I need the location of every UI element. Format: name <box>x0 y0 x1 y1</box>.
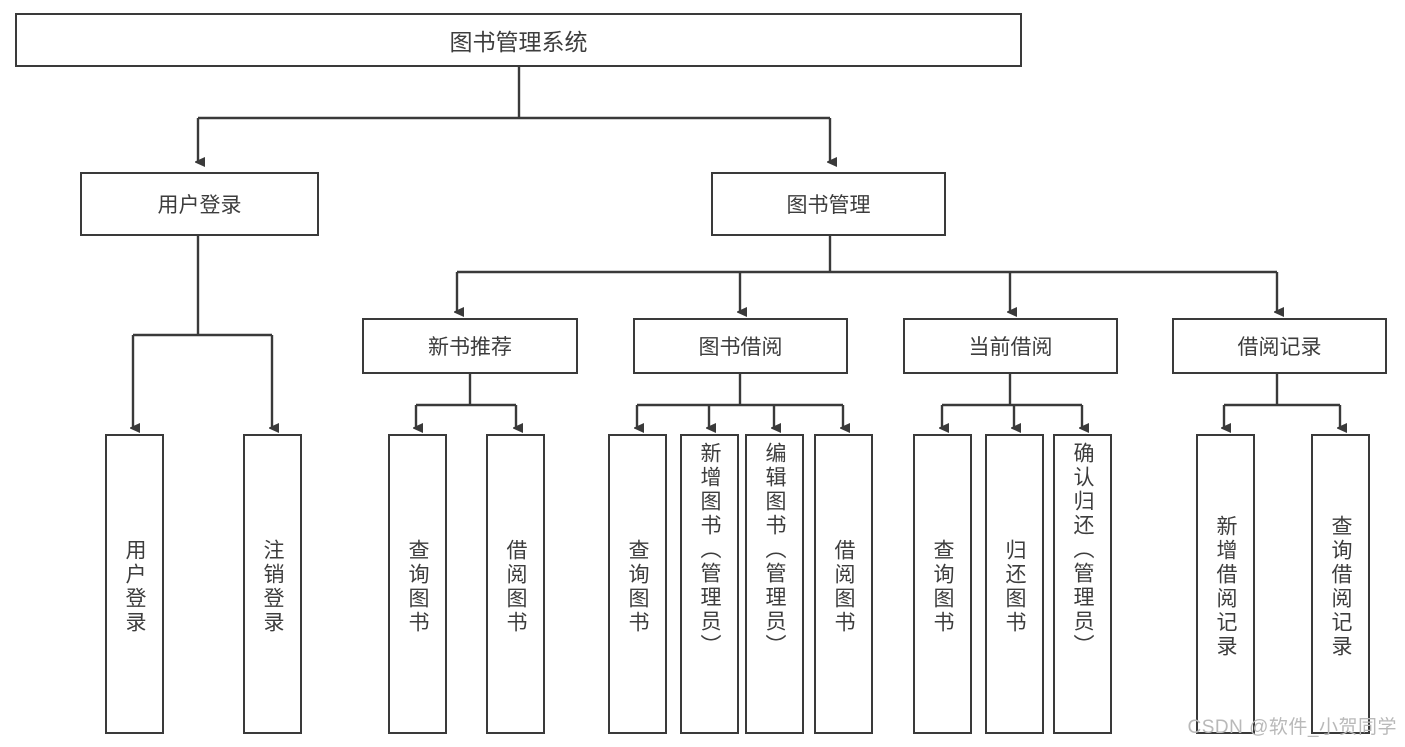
node-label: 借阅图书 <box>832 539 855 635</box>
node-label: 新书推荐 <box>428 336 512 359</box>
node-borrow-records[interactable]: 借阅记录 <box>1172 318 1387 374</box>
node-label: 查询图书 <box>931 539 954 635</box>
node-label: 图书借阅 <box>698 336 783 359</box>
watermark: CSDN @软件_小贺同学 <box>1187 717 1397 738</box>
leaf-return-book[interactable]: 归还图书 <box>985 434 1044 734</box>
node-label: 编辑图书（管理员） <box>763 442 786 658</box>
leaf-confirm-return-admin[interactable]: 确认归还（管理员） <box>1053 434 1112 734</box>
node-label: 归还图书 <box>1003 539 1026 635</box>
leaf-query-book-recommend[interactable]: 查询图书 <box>388 434 447 734</box>
node-label: 查询图书 <box>626 539 649 635</box>
node-label: 新增借阅记录 <box>1214 515 1237 659</box>
node-label: 查询图书 <box>406 539 429 635</box>
node-book-borrow[interactable]: 图书借阅 <box>633 318 848 374</box>
leaf-borrow-book-recommend[interactable]: 借阅图书 <box>486 434 545 734</box>
node-current-borrow[interactable]: 当前借阅 <box>903 318 1118 374</box>
node-label: 确认归还（管理员） <box>1071 442 1094 658</box>
leaf-query-borrow-record[interactable]: 查询借阅记录 <box>1311 434 1370 734</box>
node-label: 图书管理系统 <box>449 29 588 55</box>
node-label: 图书管理 <box>786 194 871 217</box>
leaf-query-book-borrow[interactable]: 查询图书 <box>608 434 667 734</box>
node-label: 用户登录 <box>123 539 146 635</box>
leaf-user-login[interactable]: 用户登录 <box>105 434 164 734</box>
node-root-system[interactable]: 图书管理系统 <box>15 13 1022 67</box>
leaf-add-book-admin[interactable]: 新增图书（管理员） <box>680 434 739 734</box>
node-user-login[interactable]: 用户登录 <box>80 172 319 236</box>
node-label: 新增图书（管理员） <box>698 442 721 658</box>
node-label: 借阅图书 <box>504 539 527 635</box>
leaf-query-book-current[interactable]: 查询图书 <box>913 434 972 734</box>
leaf-borrow-book[interactable]: 借阅图书 <box>814 434 873 734</box>
leaf-edit-book-admin[interactable]: 编辑图书（管理员） <box>745 434 804 734</box>
node-label: 当前借阅 <box>968 336 1053 359</box>
leaf-logout-login[interactable]: 注销登录 <box>243 434 302 734</box>
node-label: 用户登录 <box>157 194 242 217</box>
leaf-add-borrow-record[interactable]: 新增借阅记录 <box>1196 434 1255 734</box>
node-book-management[interactable]: 图书管理 <box>711 172 946 236</box>
node-label: 注销登录 <box>261 539 284 635</box>
node-new-book-recommend[interactable]: 新书推荐 <box>362 318 578 374</box>
node-label: 借阅记录 <box>1237 336 1322 359</box>
node-label: 查询借阅记录 <box>1329 515 1352 659</box>
